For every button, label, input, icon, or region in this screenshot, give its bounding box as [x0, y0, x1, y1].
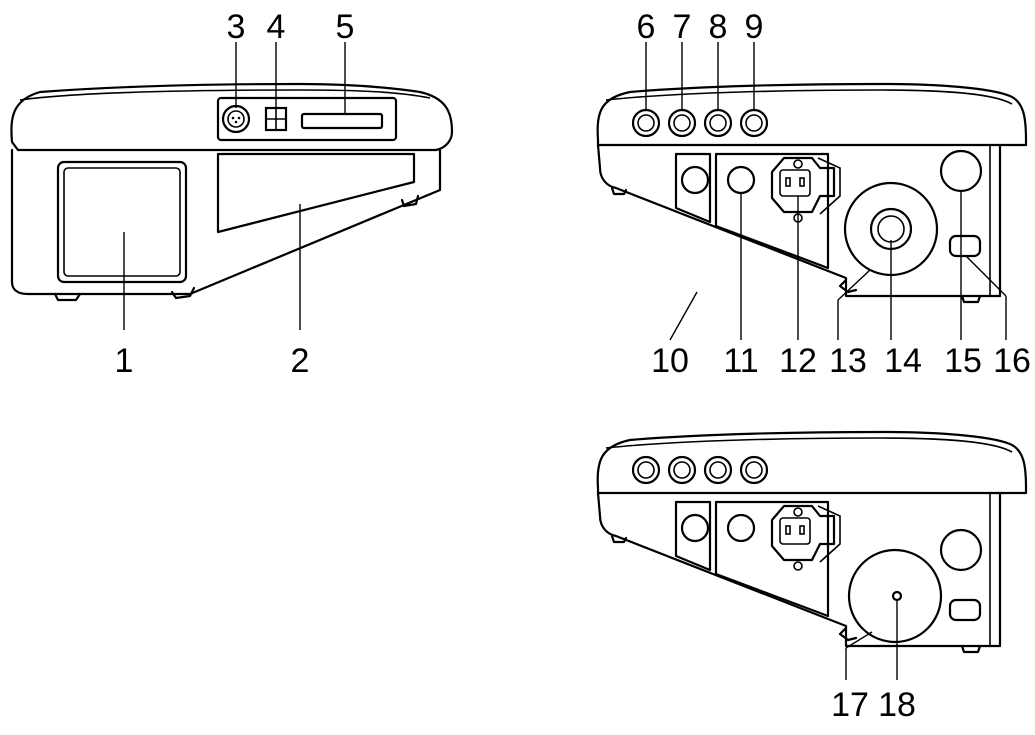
callout-12: 12 — [779, 342, 817, 380]
callout-13: 13 — [829, 342, 867, 380]
jack-11 — [726, 165, 756, 195]
cover-screw — [891, 590, 903, 602]
side-connector-panel — [216, 96, 398, 142]
callout-5: 5 — [336, 8, 355, 46]
callout-15: 15 — [944, 342, 982, 380]
device-body — [10, 148, 442, 296]
callout-1: 1 — [115, 342, 134, 380]
latch-16 — [948, 234, 982, 258]
rear-view-top — [596, 82, 1028, 304]
callout-11: 11 — [723, 342, 758, 380]
card-slot — [300, 112, 384, 130]
device-lid — [10, 82, 454, 152]
connector-8 — [703, 108, 733, 138]
connector-9 — [739, 108, 769, 138]
callout-8: 8 — [709, 8, 728, 46]
callout-18: 18 — [878, 686, 916, 724]
left-side-view — [10, 82, 454, 302]
rear-view-bottom — [596, 430, 1028, 654]
label-panel — [216, 152, 416, 234]
connector-6 — [631, 108, 661, 138]
callout-6: 6 — [637, 8, 656, 46]
callout-9: 9 — [745, 8, 764, 46]
callout-10: 10 — [651, 342, 689, 380]
callout-3: 3 — [227, 8, 246, 46]
callout-7: 7 — [673, 8, 692, 46]
callout-4: 4 — [267, 8, 286, 46]
rear-bottom-leaders — [845, 600, 898, 680]
callout-16: 16 — [993, 342, 1031, 380]
knob-15 — [939, 149, 983, 193]
connector-7 — [667, 108, 697, 138]
side-round-connector — [221, 104, 251, 134]
callout-14: 14 — [884, 342, 922, 380]
power-inlet — [770, 156, 836, 214]
callout-17: 17 — [831, 686, 869, 724]
jack-10 — [680, 165, 710, 195]
rear-top-leaders — [645, 42, 1007, 341]
left-view-leaders — [123, 42, 346, 330]
paper-compartment — [56, 160, 188, 284]
callout-labels: 3 4 5 1 2 6 7 8 9 10 11 12 13 14 15 16 1… — [115, 8, 1031, 724]
callout-2: 2 — [291, 342, 310, 380]
